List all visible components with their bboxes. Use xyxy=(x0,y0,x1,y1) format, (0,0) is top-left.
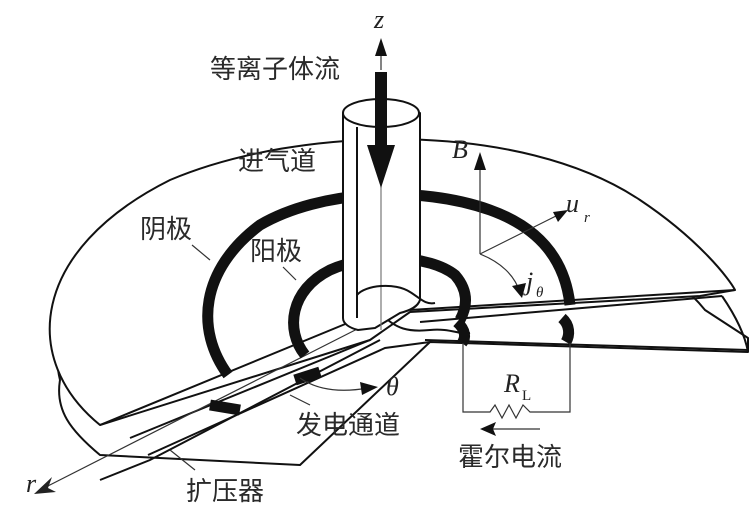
channel-gap-right-middle xyxy=(419,295,723,323)
j-current-subscript: θ xyxy=(536,285,544,301)
z-axis-arrowhead xyxy=(375,38,387,56)
diffuser-leader xyxy=(169,449,196,471)
plasma-flow-arrowhead xyxy=(367,145,395,188)
cathode-label: 阴极 xyxy=(140,215,192,245)
u-vector-line xyxy=(479,213,561,255)
plasma-flow-label: 等离子体流 xyxy=(210,55,340,85)
channel-gap-left-3 xyxy=(129,339,371,439)
cathode-leader xyxy=(191,244,211,261)
channel-gap-right-edge xyxy=(721,295,749,353)
theta-axis-label: θ xyxy=(386,372,399,401)
inlet-pipe-base-wave xyxy=(356,284,436,305)
anode-ring-right-lower xyxy=(453,317,471,347)
r-axis-arrowhead xyxy=(34,477,56,494)
hall-current-arrowhead xyxy=(480,422,496,436)
theta-arrowhead xyxy=(360,382,378,395)
r-axis-label: r xyxy=(26,469,37,498)
diffuser-label: 扩压器 xyxy=(186,477,264,507)
anode-label: 阳极 xyxy=(250,237,302,267)
load-resistor-subscript: L xyxy=(522,388,531,404)
anode-ring-front xyxy=(293,366,322,386)
load-resistor-label: R xyxy=(503,369,520,398)
hall-current-label: 霍尔电流 xyxy=(458,443,562,473)
u-velocity-label: u xyxy=(566,189,579,218)
b-vector-arrowhead xyxy=(474,152,486,170)
channel-leader xyxy=(289,394,311,406)
channel-gap-right-lower xyxy=(424,339,749,351)
j-vector-arrowhead xyxy=(512,283,526,298)
b-field-label: B xyxy=(452,135,468,164)
u-velocity-subscript: r xyxy=(584,210,590,226)
load-wire xyxy=(462,343,571,420)
u-vector-arrowhead xyxy=(553,210,568,222)
z-axis-label: z xyxy=(373,5,384,34)
plasma-flow-arrow-shaft xyxy=(375,72,387,147)
cathode-ring-right-lower xyxy=(558,313,575,345)
anode-leader xyxy=(282,266,297,281)
channel-gap-left-4 xyxy=(147,341,431,456)
j-current-label: j xyxy=(523,267,533,296)
cathode-ring-front xyxy=(209,399,241,416)
r-axis-line xyxy=(39,319,376,491)
inlet-label: 进气道 xyxy=(238,147,316,177)
generator-channel-label: 发电通道 xyxy=(296,411,400,441)
